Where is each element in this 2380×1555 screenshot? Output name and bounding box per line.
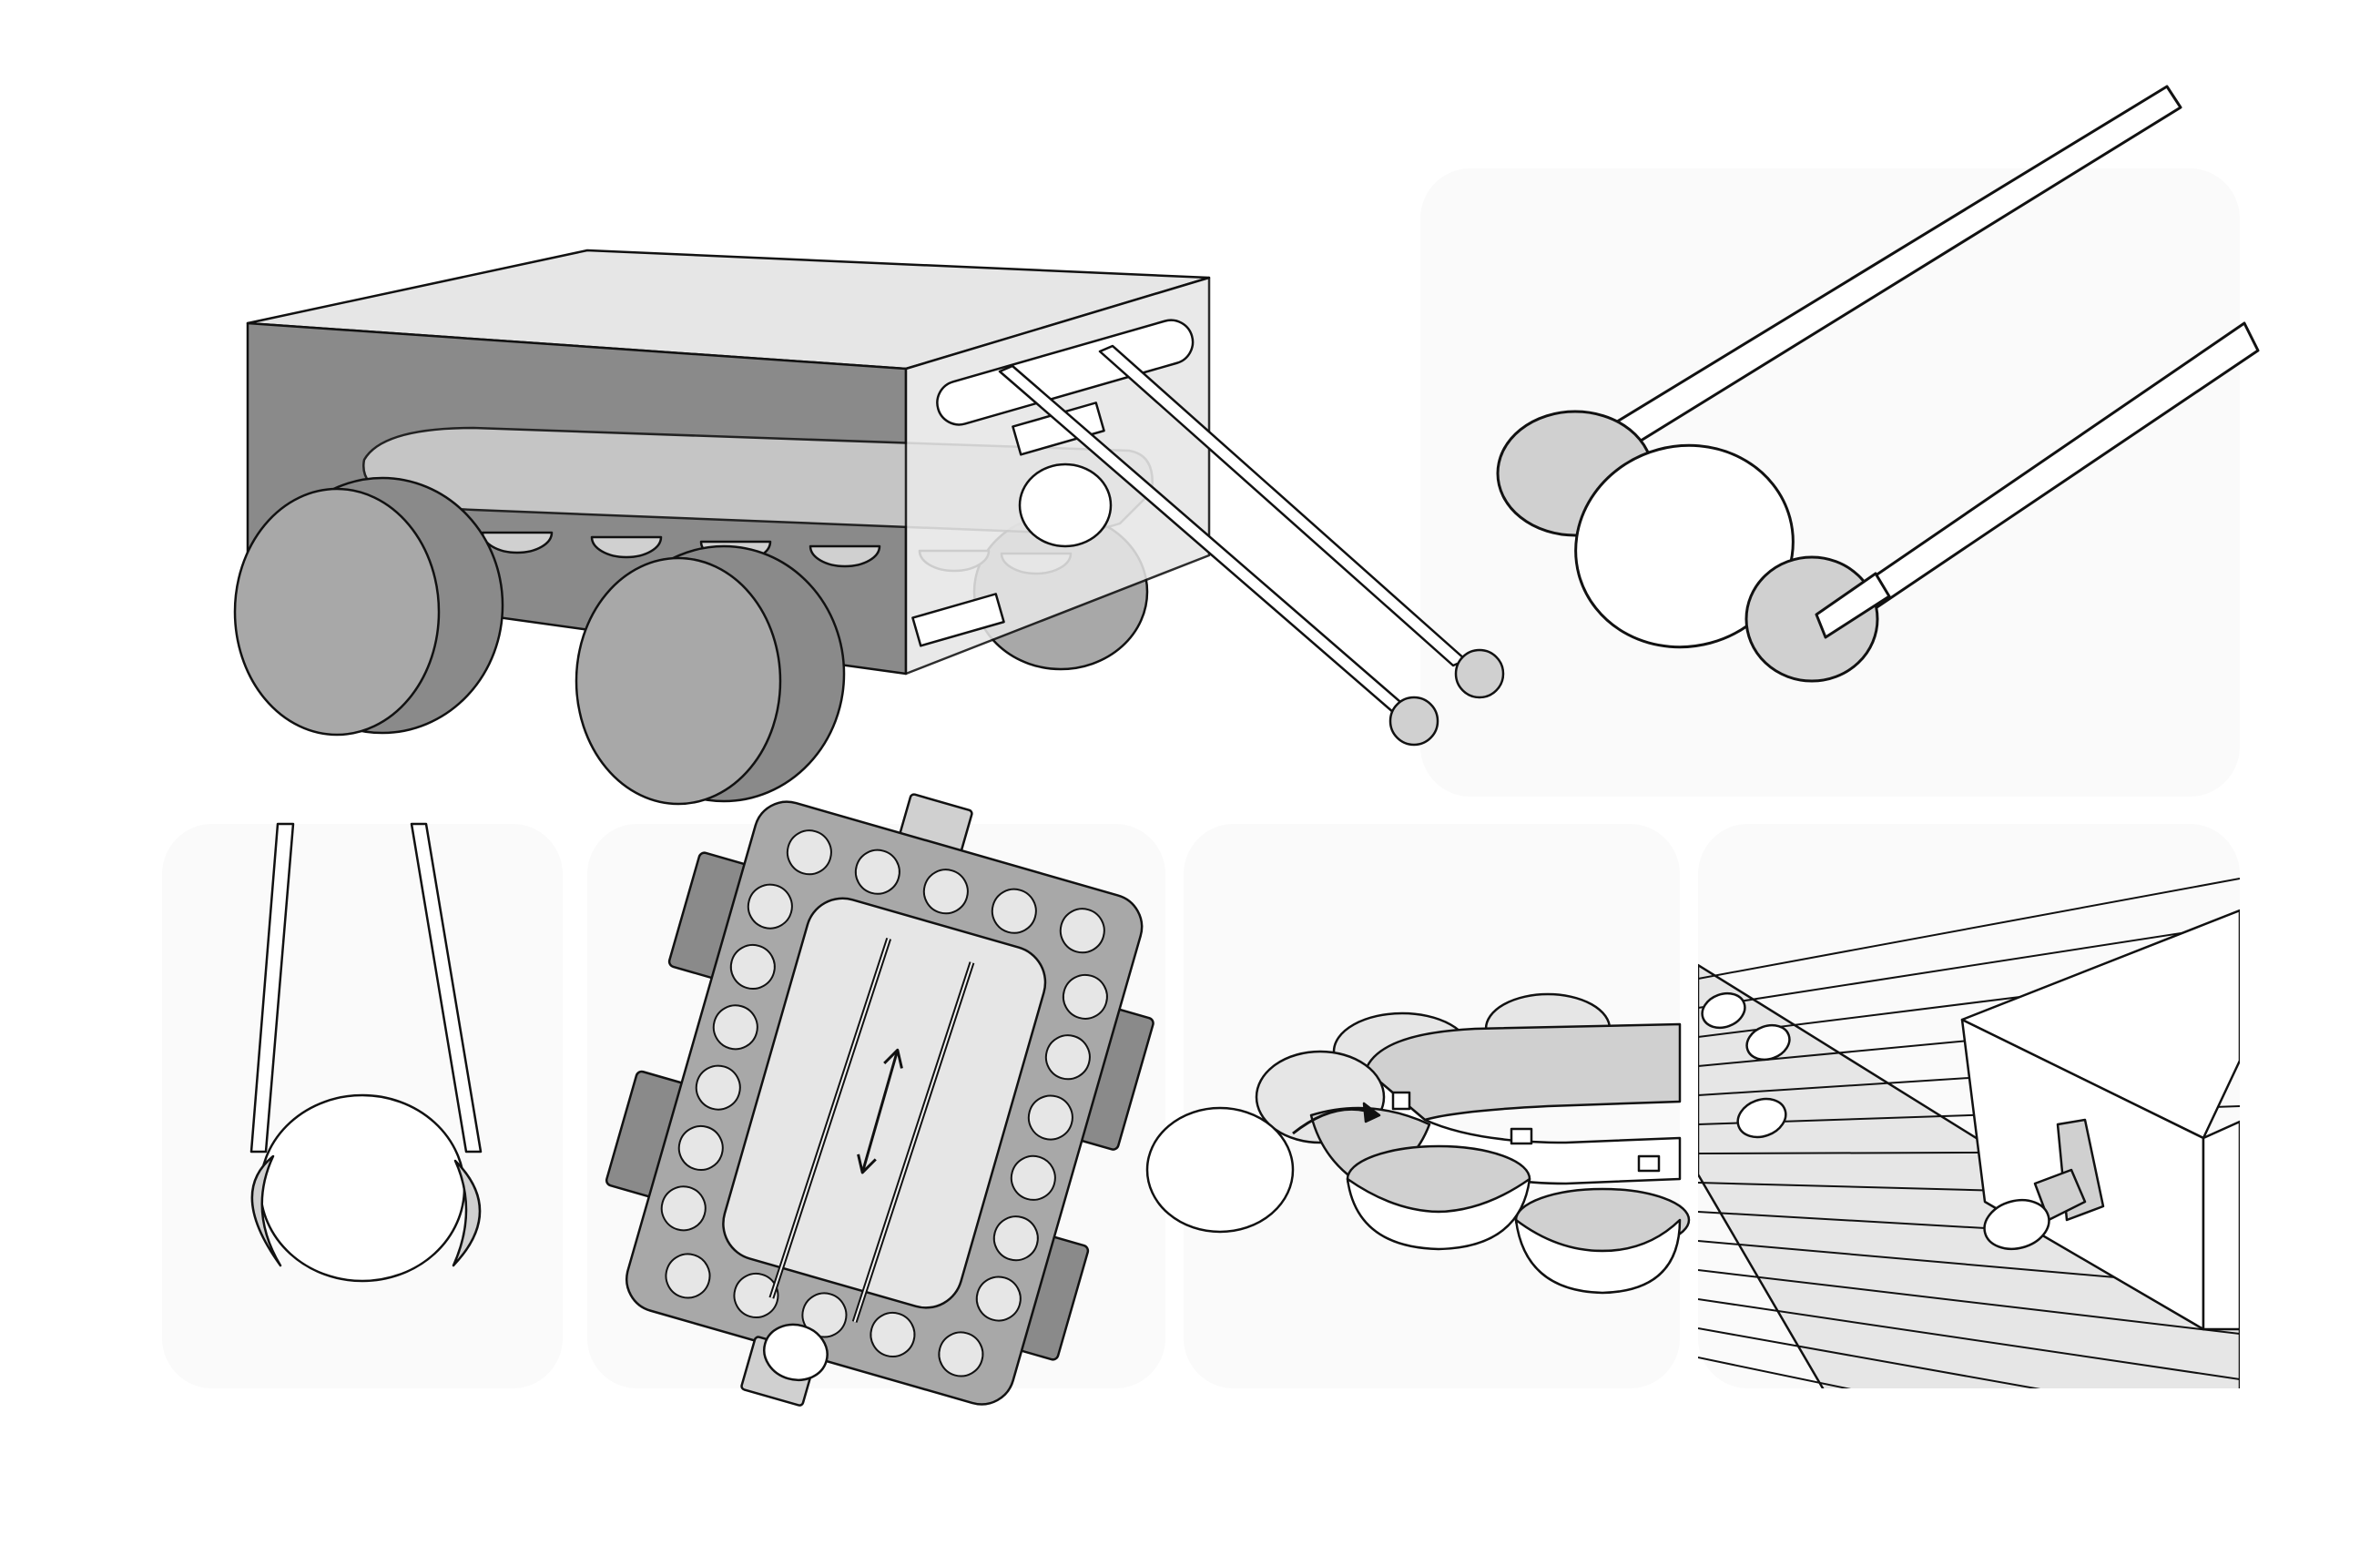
closeup-egg [1574, 443, 1795, 649]
tray-hole [1010, 1154, 1056, 1201]
tray-rod-right-inner [853, 961, 973, 1323]
machine-side [2202, 1120, 2240, 1331]
cup-conveyor [1145, 992, 1691, 1295]
belt-marker-3 [1637, 1154, 1661, 1173]
belt-slat [1698, 923, 2240, 1009]
front-egg [259, 1093, 466, 1283]
cup-rotation-arrow-head [1362, 1102, 1381, 1123]
tray-top-view [605, 793, 1154, 1407]
tray-hole [975, 1276, 1022, 1322]
conveyor-cup-bowl-1 [1346, 1177, 1531, 1251]
rod-tip-right [1454, 648, 1505, 699]
tray-rod-left-inner [770, 938, 890, 1299]
closeup-rod-lower-front [1815, 572, 1891, 639]
tray-hole [1059, 908, 1105, 954]
tray-hole [1027, 1094, 1073, 1141]
front-arm-right [410, 822, 483, 1154]
tray-hole [729, 943, 776, 990]
tray-hole [712, 1004, 758, 1051]
tray-motion-arrow [857, 1048, 903, 1174]
belt-egg-3 [1736, 1097, 1787, 1139]
belt-egg-1 [1701, 991, 1746, 1030]
belt-marker-2 [1510, 1127, 1533, 1145]
tray-hole [854, 849, 900, 895]
wheel-left [233, 487, 441, 737]
gripper-closeup [1496, 85, 2260, 683]
front-port-lower [911, 593, 1005, 647]
belt-marker-1 [1391, 1091, 1411, 1111]
belt-egg-picked [1983, 1198, 2050, 1251]
conveyor-egg-front [1145, 1106, 1295, 1234]
robot-vehicle [233, 249, 1505, 806]
belt-egg-2 [1745, 1023, 1791, 1062]
conveyor-cup-bowl-2 [1514, 1218, 1682, 1295]
belt-slat [1698, 1269, 2240, 1335]
tray-hole [992, 1215, 1039, 1262]
tray-hole [747, 883, 793, 930]
belt-slat [1698, 1357, 1852, 1388]
tray-hole [677, 1124, 724, 1171]
tray-hole [870, 1311, 916, 1357]
tray-hole [1044, 1034, 1091, 1081]
belt-slat [1698, 1327, 2041, 1388]
wheel-right [575, 556, 782, 806]
conveyor-belt-surface [1364, 1022, 1682, 1122]
front-pad-right [452, 1159, 482, 1267]
tray-hole [786, 829, 832, 876]
belt-slat [1698, 878, 2240, 980]
front-pad-left [250, 1154, 282, 1267]
tray-hole [695, 1064, 741, 1111]
tray-hole [733, 1272, 779, 1318]
tray-hole [660, 1185, 707, 1232]
tray-hole [1062, 973, 1108, 1020]
front-cup [1018, 462, 1113, 548]
tray-hole [938, 1331, 984, 1377]
panel-gripper-closeup-bg [1420, 168, 2240, 797]
closeup-pad-lower [1744, 555, 1879, 683]
belt-slat [1698, 1298, 2240, 1380]
tray-hole [991, 888, 1037, 934]
tray-egg [763, 1323, 829, 1382]
gripper-front-view [249, 822, 483, 1283]
tray-egg-holes [660, 829, 1108, 1377]
tray-hole [922, 869, 969, 915]
gripper-slot [936, 319, 1195, 426]
rod-tip-left [1388, 696, 1439, 747]
belt-conveyor [1698, 878, 2240, 1388]
front-arm-left [249, 822, 295, 1154]
tray-hole [665, 1253, 711, 1299]
